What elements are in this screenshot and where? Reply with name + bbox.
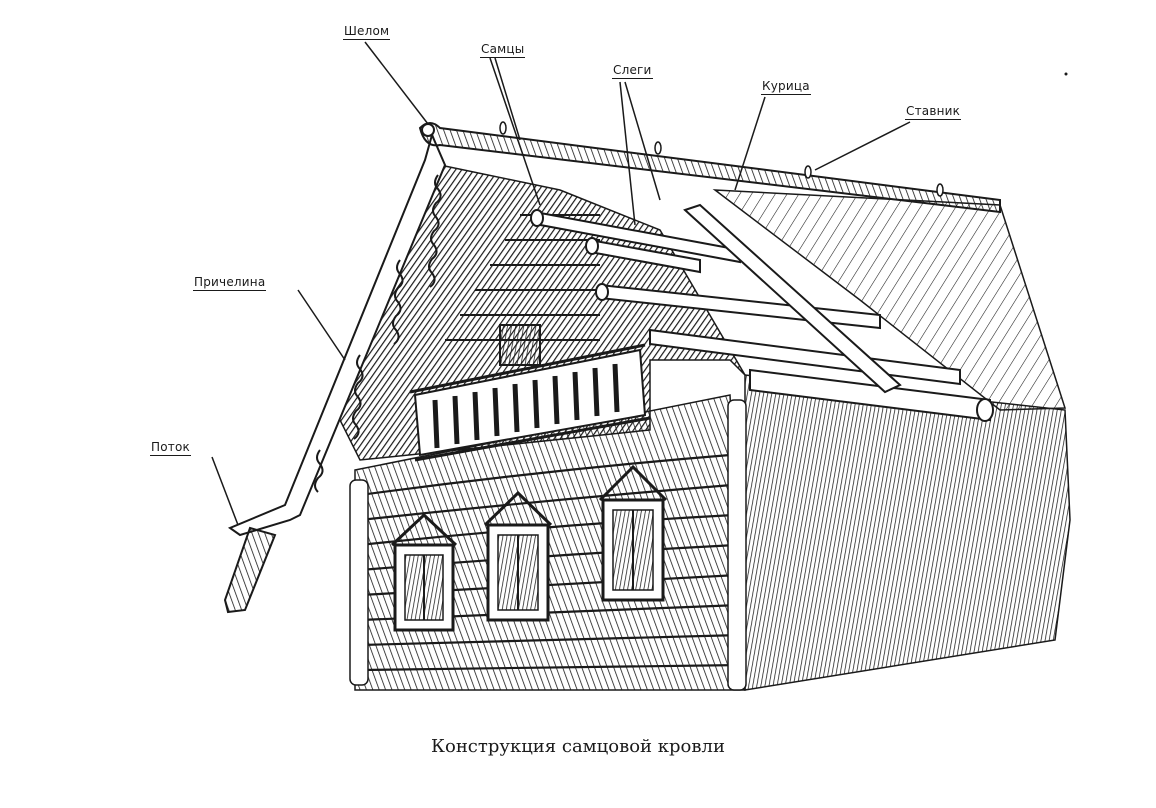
label-shelom: Шелом (343, 24, 391, 40)
label-slegi: Слеги (612, 63, 653, 79)
balcony (409, 343, 651, 462)
label-samtsy: Самцы (480, 42, 526, 58)
gable-window (499, 324, 541, 366)
kuritsa-log (683, 203, 902, 394)
potok-gutter (223, 526, 277, 614)
prichelina-board (227, 132, 447, 537)
label-kuritsa: Курица (761, 79, 811, 95)
speck (1064, 72, 1068, 76)
window-left (390, 512, 458, 632)
corner-logs (349, 399, 747, 691)
label-prichelina: Причелина (193, 275, 267, 291)
side-wall (744, 374, 1071, 691)
window-center (483, 490, 553, 622)
label-potok: Поток (150, 440, 191, 456)
stamik-pegs (499, 121, 944, 197)
window-right (598, 464, 668, 602)
figure-caption: Конструкция самцовой кровли (431, 736, 725, 757)
leader-lines (211, 41, 911, 526)
label-stamik: Ставник (905, 104, 962, 120)
prichelina-ornament (314, 174, 442, 493)
